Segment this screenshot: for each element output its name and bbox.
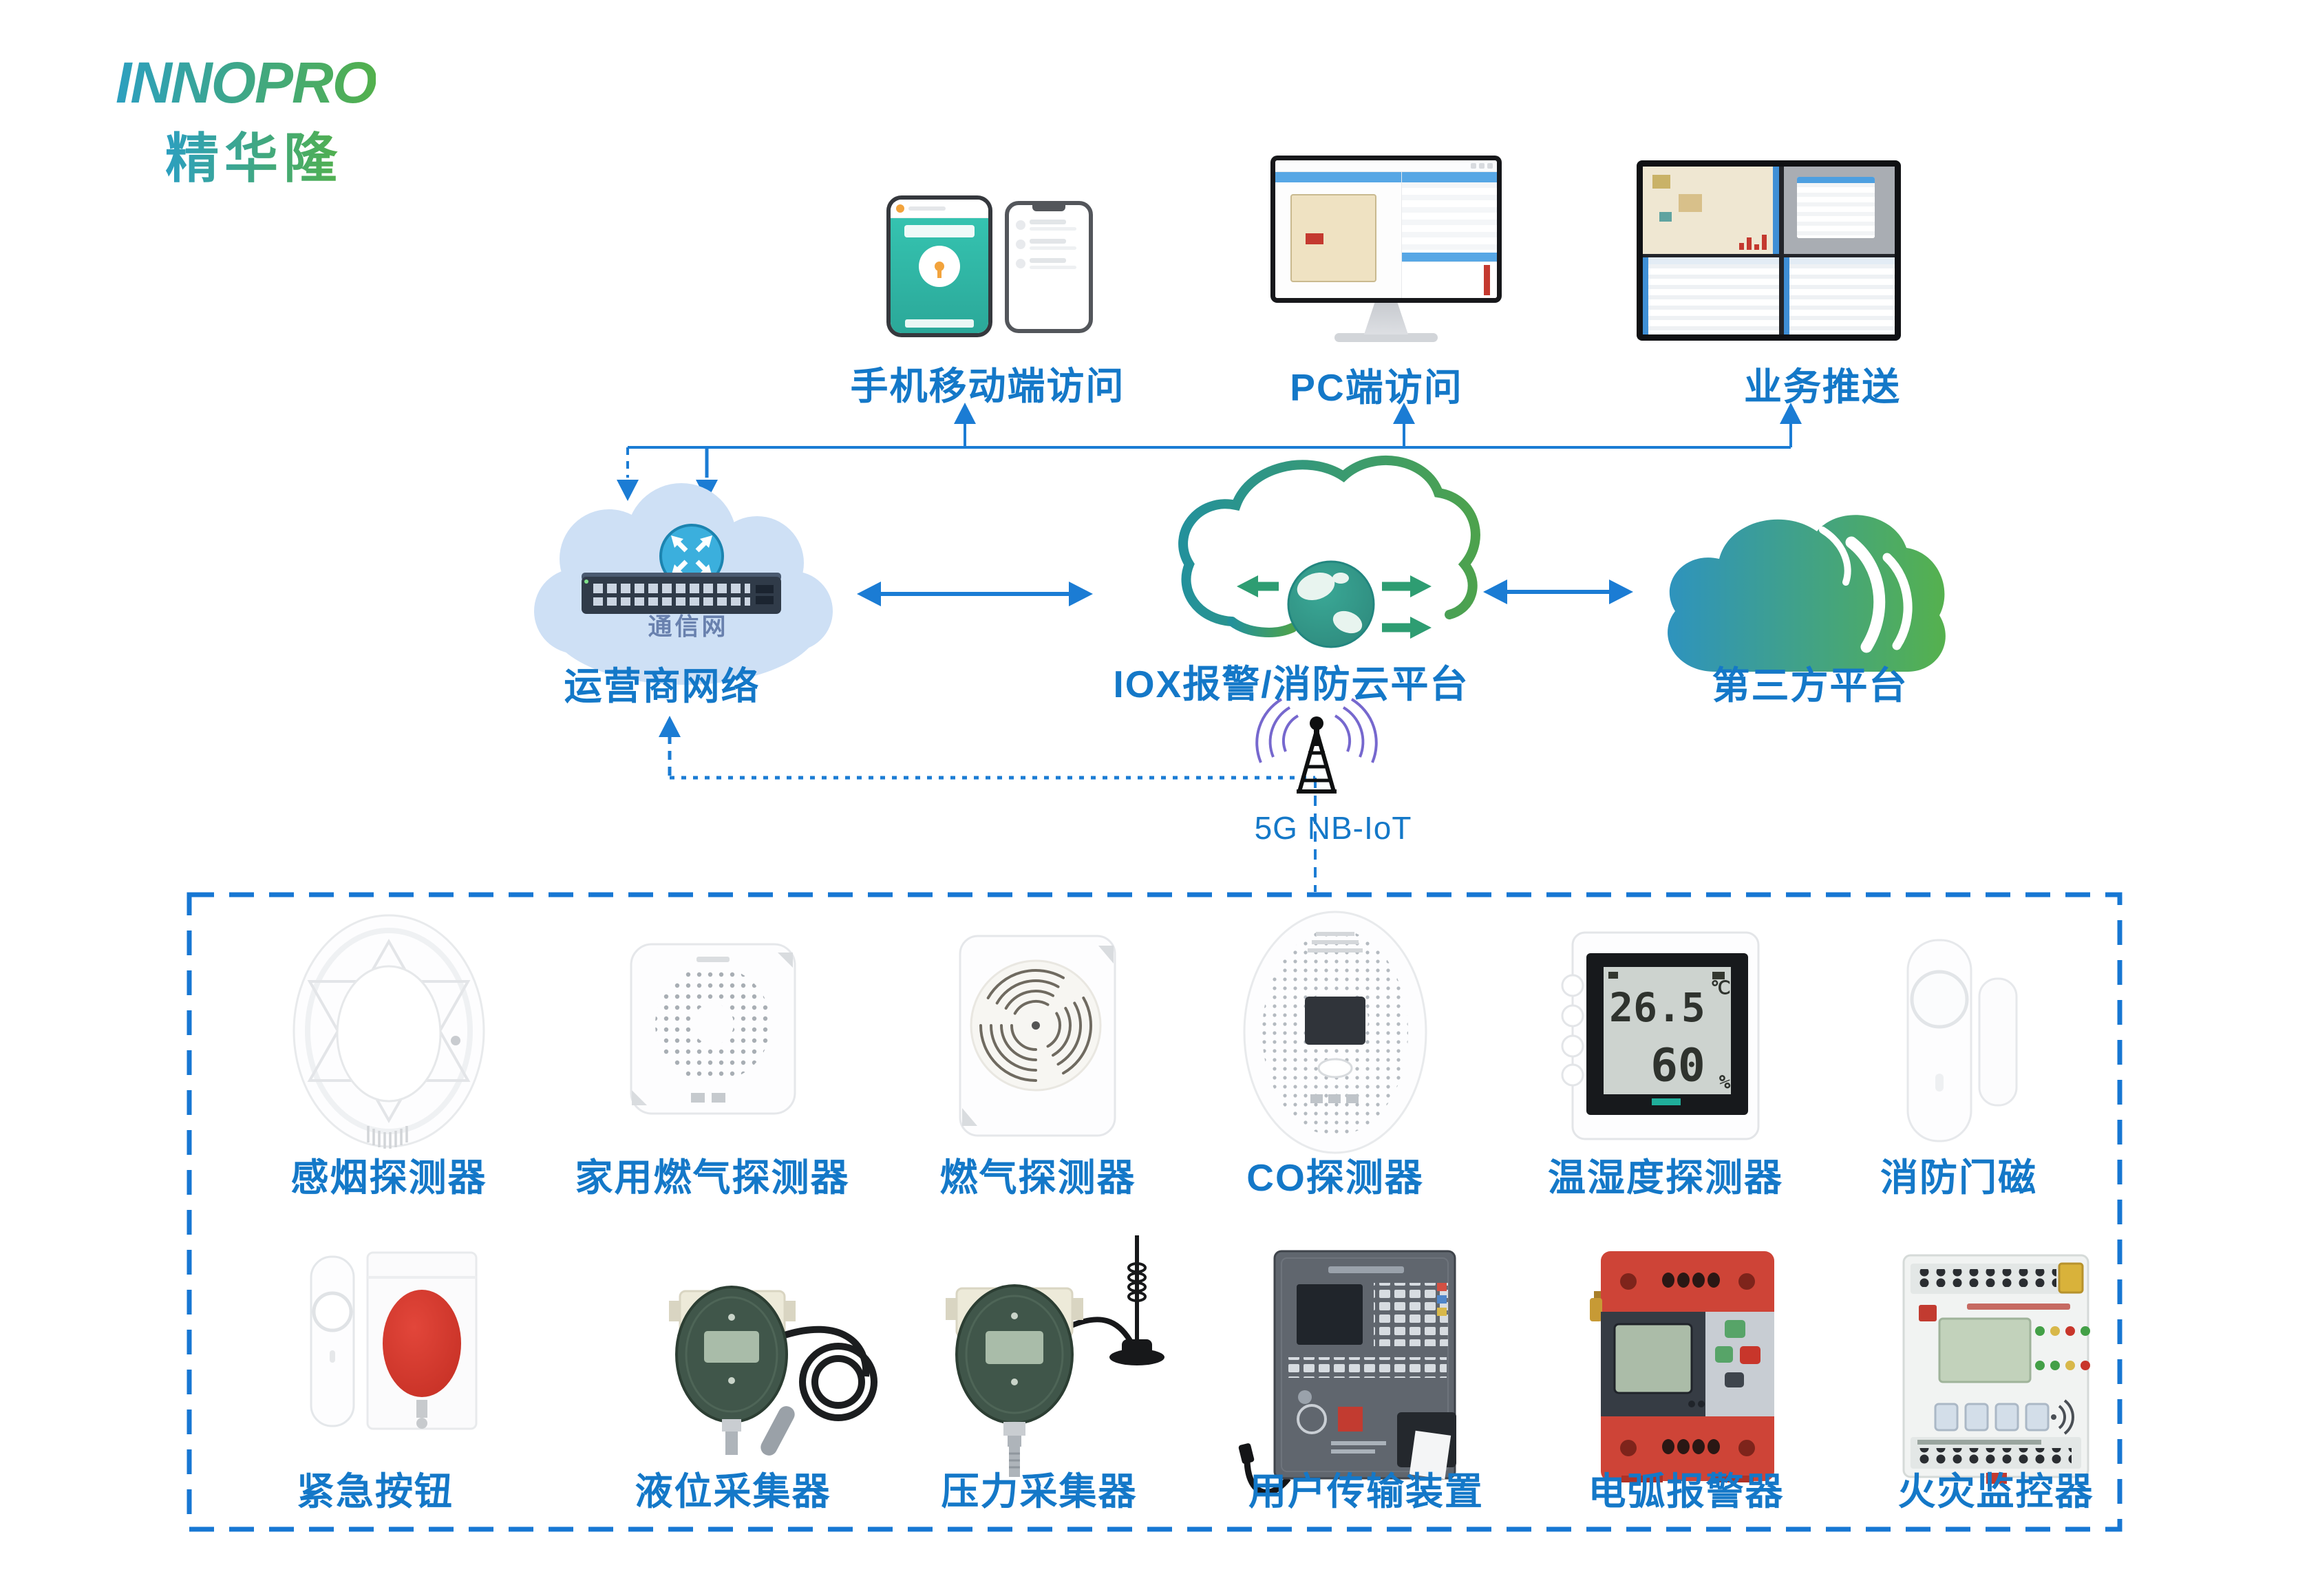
mobile-phone2-image <box>1005 201 1093 333</box>
humidity-value: 60 <box>1650 1039 1705 1092</box>
chart-bar <box>1484 265 1490 295</box>
app-title-placeholder <box>908 206 946 211</box>
tv-dialog-quadrant <box>1783 167 1895 254</box>
device-arc-alarm <box>1590 1251 1774 1482</box>
fire-monitor-label: 火灾监控器 <box>1897 1470 2094 1513</box>
emergency-button-label: 紧急按钮 <box>296 1470 454 1513</box>
pc-floorplan-panel <box>1275 172 1402 298</box>
phone2-list-item <box>1016 239 1082 250</box>
temp-humidity-label: 温湿度探测器 <box>1547 1156 1784 1199</box>
connector-lines <box>617 403 1802 892</box>
pc-screen-content <box>1275 160 1497 298</box>
arc-alarm-label: 电弧报警器 <box>1588 1470 1785 1513</box>
list-lines <box>1030 220 1082 231</box>
device-pressure-collector <box>946 1235 1164 1477</box>
data-rows <box>1401 182 1497 253</box>
phone1-status-circle <box>919 246 960 287</box>
device-smoke-detector <box>292 914 485 1149</box>
device-door-magnet <box>1906 939 2018 1142</box>
phone1-screen <box>891 200 988 333</box>
pc-toolbar <box>1275 160 1497 172</box>
tv-bar-chart <box>1738 234 1767 250</box>
antenna-icon <box>1255 698 1378 794</box>
user-transmitter-label: 用户传输装置 <box>1248 1470 1485 1513</box>
phone2-list-item <box>1016 220 1082 231</box>
phone1-footer <box>905 319 974 328</box>
platform-cloud <box>1178 456 1480 648</box>
alarm-marker <box>1305 233 1323 244</box>
iox-platform-label: IOX报警/消防云平台 <box>1113 663 1469 705</box>
5g-nbiot-label: 5G NB-IoT <box>1254 810 1412 846</box>
phone1-banner <box>904 225 975 237</box>
device-co-detector <box>1243 911 1427 1154</box>
list-icon <box>1016 240 1025 249</box>
globe-icon <box>1287 560 1375 648</box>
phone1-appbar <box>891 200 988 218</box>
tv-table-quadrant <box>1783 257 1895 334</box>
third-party-label: 第三方平台 <box>1712 664 1908 707</box>
panel-subheader <box>1401 253 1497 262</box>
pc-screen-frame <box>1270 156 1502 303</box>
app-icon <box>896 204 904 213</box>
smoke-detector-label: 感烟探测器 <box>290 1156 487 1199</box>
phone2-notch <box>1032 205 1065 211</box>
tv-popup-window <box>1797 177 1875 239</box>
router-icon <box>659 524 724 588</box>
tv-screen <box>1643 167 1895 334</box>
temp-value: 26.5 <box>1609 984 1705 1031</box>
comm-network-tag: 通信网 <box>648 613 729 641</box>
panel-header <box>1275 172 1401 182</box>
phone2-list-item <box>1016 258 1082 269</box>
device-emergency-button <box>310 1251 478 1430</box>
mini-chart <box>1401 262 1497 298</box>
device-level-collector <box>669 1286 877 1456</box>
list-icon <box>1016 220 1025 230</box>
carrier-network-label: 运营商网络 <box>564 665 760 707</box>
carrier-cloud <box>534 483 833 685</box>
third-party-cloud <box>1668 515 1946 672</box>
level-collector-label: 液位采集器 <box>635 1470 831 1513</box>
device-user-transmitter <box>1238 1250 1456 1496</box>
tv-table-quadrant <box>1643 257 1779 334</box>
list-lines <box>1030 239 1082 250</box>
network-switch-icon <box>582 573 781 614</box>
device-fire-monitor <box>1902 1254 2090 1484</box>
co-detector-label: CO探测器 <box>1246 1156 1424 1199</box>
mobile-phone-image <box>886 195 992 337</box>
push-display-image <box>1637 160 1901 341</box>
humidity-unit: % <box>1719 1070 1731 1094</box>
home-gas-detector-label: 家用燃气探测器 <box>575 1156 850 1199</box>
list-icon <box>1016 259 1025 268</box>
device-temp-humidity <box>1561 931 1760 1140</box>
floorplan-image <box>1290 193 1376 283</box>
panel-header <box>1401 172 1497 182</box>
gas-detector-label: 燃气探测器 <box>939 1156 1136 1199</box>
monitor-stand <box>1364 303 1408 334</box>
temp-unit: ℃ <box>1710 978 1731 999</box>
monitor-base <box>1334 333 1438 342</box>
pc-monitor-image <box>1270 156 1502 342</box>
brand-logo: INNOPRO <box>116 50 377 115</box>
tv-floorplan-quadrant <box>1643 167 1779 254</box>
push-label: 业务推送 <box>1743 365 1902 408</box>
pc-access-label: PC端访问 <box>1290 366 1463 409</box>
phone1-body <box>891 218 988 333</box>
device-gas-detector <box>959 935 1116 1137</box>
device-home-gas-detector <box>630 943 796 1115</box>
list-lines <box>1030 258 1082 269</box>
pc-list-panel <box>1401 172 1497 298</box>
door-magnet-label: 消防门磁 <box>1880 1156 2038 1199</box>
brand-name-cn: 精华隆 <box>165 116 343 193</box>
pressure-collector-label: 压力采集器 <box>941 1470 1138 1513</box>
mobile-access-label: 手机移动端访问 <box>850 365 1125 407</box>
alarm-glyph <box>935 262 944 278</box>
device-box-border <box>187 892 2123 1532</box>
